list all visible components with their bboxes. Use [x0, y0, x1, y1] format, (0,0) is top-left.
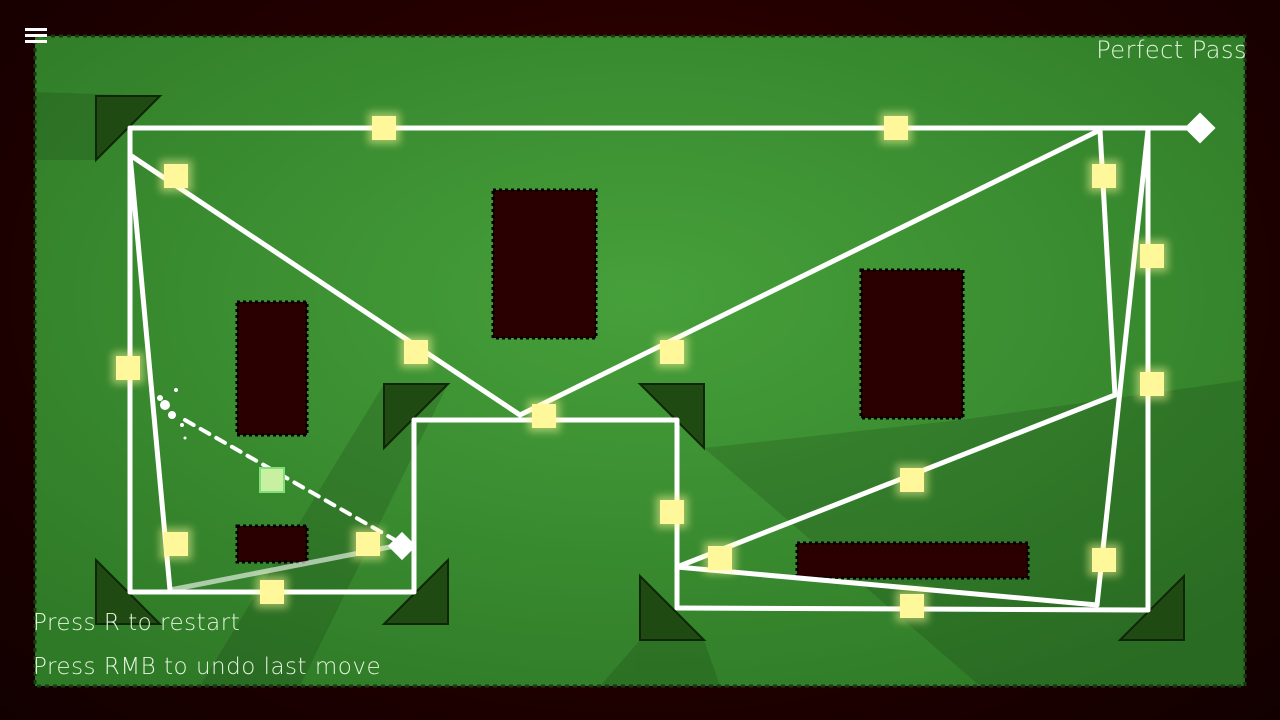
spike-wall: [491, 188, 598, 340]
pickup: [1140, 372, 1164, 396]
spike-wall: [235, 300, 309, 437]
spike-walls: [235, 188, 1030, 580]
particles: [157, 388, 187, 440]
pickup: [260, 580, 284, 604]
pickups: [112, 112, 1168, 622]
pickup: [708, 546, 732, 570]
hamburger-menu-icon[interactable]: [25, 28, 47, 45]
pickup-collected: [259, 467, 285, 493]
spike-wall: [795, 541, 1030, 580]
player-ball[interactable]: [387, 531, 417, 561]
undo-hint: Press RMB to undo last move: [33, 654, 382, 680]
pickup: [884, 116, 908, 140]
pickup: [404, 340, 428, 364]
pickup: [660, 500, 684, 524]
spike-wall: [859, 268, 965, 420]
spike-wall: [235, 524, 309, 564]
pickup: [1092, 164, 1116, 188]
pickup: [164, 164, 188, 188]
pickup: [1140, 244, 1164, 268]
perfect-pass-label: Perfect Pass: [1096, 36, 1247, 64]
pickup: [532, 404, 556, 428]
pickup: [660, 340, 684, 364]
mirror-triangle: [639, 573, 707, 641]
mirror-triangle: [383, 383, 451, 451]
restart-hint: Press R to restart: [33, 610, 241, 636]
pickup: [164, 532, 188, 556]
pickup: [1092, 548, 1116, 572]
pickup: [372, 116, 396, 140]
pickup: [116, 356, 140, 380]
pickup: [900, 594, 924, 618]
pickup: [900, 468, 924, 492]
pickup: [356, 532, 380, 556]
mirror-triangle: [637, 383, 705, 451]
mirror-triangle: [1117, 573, 1185, 641]
